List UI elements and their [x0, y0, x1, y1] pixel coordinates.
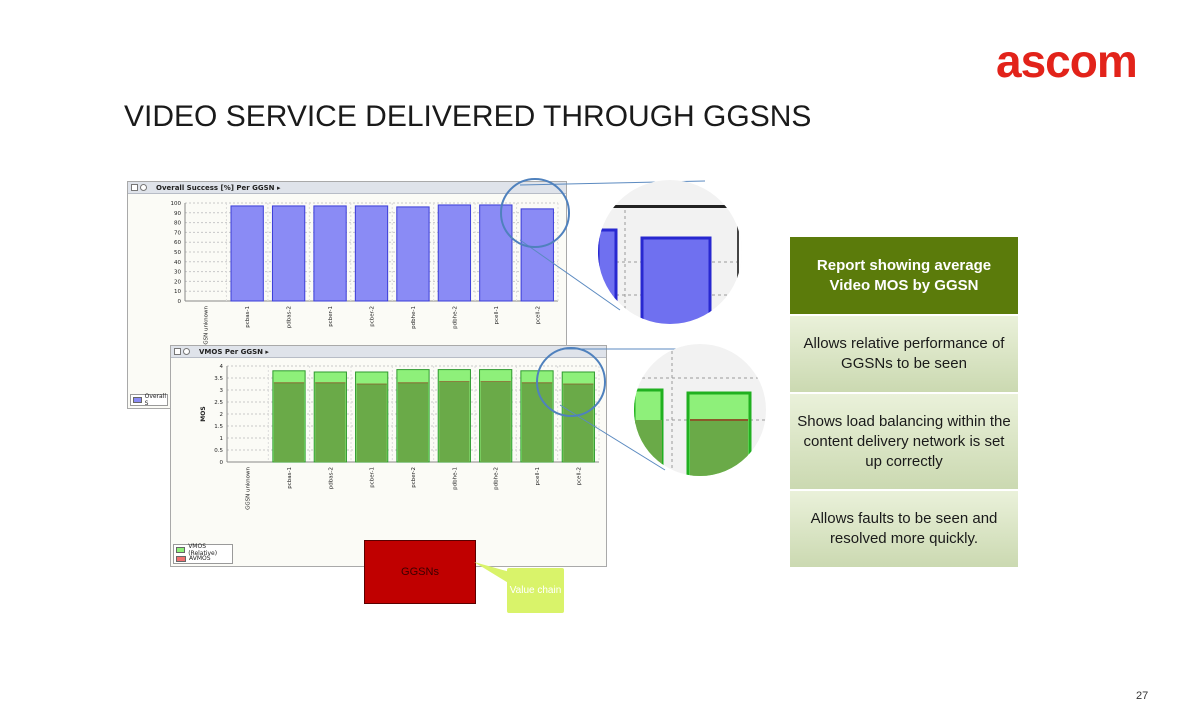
side-panel-heading: Report showing average Video MOS by GGSN — [790, 237, 1018, 314]
legend-item-vmos: VMOS (Relative) — [174, 542, 232, 557]
vmos-title: VMOS Per GGSN — [199, 348, 263, 356]
page-title: VIDEO SERVICE DELIVERED THROUGH GGSNS — [124, 100, 812, 133]
vmos-header[interactable]: VMOS Per GGSN ▸ — [171, 346, 606, 358]
overall-success-title: Overall Success [%] Per GGSN — [156, 184, 275, 192]
x-tick-label: pdbhe-1 — [452, 467, 458, 490]
x-tick-label: GSN unknown — [204, 305, 210, 344]
y-axis-label: MOS — [200, 406, 207, 421]
collapse-icon[interactable] — [174, 348, 181, 355]
vmos-legend: VMOS (Relative) AVMOS — [173, 542, 233, 564]
x-tick-label: pdbhe-2 — [494, 467, 500, 490]
x-tick-label: pdbhe-2 — [452, 306, 458, 329]
x-tick-label: pcell-1 — [494, 306, 500, 324]
bar-inner — [273, 382, 305, 462]
side-panel-item-text: Allows faults to be seen and resolved mo… — [810, 510, 998, 547]
y-tick-label: 50 — [174, 250, 181, 256]
bar-inner — [315, 382, 346, 462]
legend-swatch — [176, 546, 186, 553]
legend-label: VMOS (Relative) — [188, 542, 218, 557]
y-tick-label: 1.5 — [214, 424, 223, 430]
bar — [230, 205, 264, 302]
bar-inner — [563, 384, 594, 462]
x-tick-label: pcber-2 — [411, 467, 417, 488]
y-tick-label: 70 — [174, 230, 181, 236]
y-tick-label: 60 — [174, 240, 181, 246]
legend-item-avmos: AVMOS — [174, 554, 232, 563]
side-panel-item: Allows faults to be seen and resolved mo… — [790, 489, 1018, 567]
collapse-icon[interactable] — [131, 184, 138, 191]
side-panel: Report showing average Video MOS by GGSN… — [790, 237, 1018, 567]
zoom-icon[interactable] — [183, 348, 190, 355]
bar-inner — [480, 381, 511, 462]
x-tick-label: pcbas-1 — [287, 467, 293, 489]
legend-item-overall: Overall S — [131, 392, 167, 407]
y-tick-label: 20 — [174, 279, 181, 285]
y-tick-label: 0 — [220, 460, 224, 466]
y-tick-label: 2 — [220, 412, 224, 418]
value-chain-callout: Value chain — [507, 568, 564, 613]
expand-arrow-icon[interactable]: ▸ — [265, 348, 269, 356]
y-tick-label: 90 — [174, 211, 181, 217]
y-tick-label: 40 — [174, 260, 181, 266]
bar-inner — [439, 381, 470, 462]
ggsn-box-label: GGSNs — [401, 566, 439, 578]
legend-swatch — [176, 555, 186, 562]
y-tick-label: 80 — [174, 221, 181, 227]
x-tick-label: pcber-1 — [370, 467, 376, 488]
y-tick-label: 4 — [220, 364, 224, 370]
y-tick-label: 0 — [178, 299, 182, 305]
x-tick-label: pdbhe-1 — [411, 306, 417, 329]
page-number: 27 — [1136, 690, 1149, 702]
expand-arrow-icon[interactable]: ▸ — [276, 184, 281, 192]
side-panel-heading-text: Report showing average Video MOS by GGSN — [816, 256, 992, 294]
side-panel-item: Allows relative performance of GGSNs to … — [790, 314, 1018, 392]
magnified-bar-top — [598, 180, 742, 324]
magnified-bar-bottom — [634, 344, 766, 476]
x-tick-label: pcbas-1 — [245, 306, 251, 328]
y-tick-label: 0.5 — [214, 448, 223, 454]
y-tick-label: 30 — [174, 270, 181, 276]
side-panel-item-text: Allows relative performance of GGSNs to … — [803, 335, 1005, 372]
x-tick-label: pcell-1 — [535, 467, 541, 485]
overall-success-header[interactable]: Overall Success [%] Per GGSN ▸ — [128, 182, 566, 194]
legend-label: Overall S — [144, 392, 167, 407]
side-panel-item: Shows load balancing within the content … — [790, 392, 1018, 489]
zoom-icon[interactable] — [140, 184, 147, 191]
x-tick-label: pcell-2 — [535, 306, 541, 324]
x-tick-label: pcber-2 — [370, 306, 376, 327]
value-chain-label: Value chain — [509, 584, 562, 596]
bar — [313, 205, 347, 302]
y-tick-label: 3.5 — [214, 376, 223, 382]
bar — [520, 208, 554, 302]
x-tick-label: pdbas-2 — [328, 467, 334, 489]
bar-inner — [356, 384, 387, 462]
bar — [354, 205, 389, 302]
y-tick-label: 10 — [174, 289, 181, 295]
x-tick-label: pcell-2 — [576, 467, 582, 485]
y-tick-label: 2.5 — [214, 400, 223, 406]
y-tick-label: 100 — [171, 201, 182, 207]
ggsn-box: GGSNs — [364, 540, 476, 604]
legend-swatch — [133, 396, 142, 403]
bar — [479, 204, 513, 302]
legend-label: AVMOS — [189, 555, 211, 562]
x-tick-label: GGSN unknown — [246, 466, 252, 509]
bar — [396, 206, 430, 302]
y-tick-label: 1 — [220, 436, 224, 442]
bar-inner — [521, 382, 553, 462]
bar — [271, 205, 306, 302]
ascom-logo: ascom — [996, 35, 1138, 87]
callout-pointer — [474, 562, 510, 584]
side-panel-item-text: Shows load balancing within the content … — [797, 412, 1011, 470]
x-tick-label: pdbas-2 — [287, 306, 293, 328]
bar-inner — [397, 382, 429, 462]
x-tick-label: pcber-1 — [328, 306, 334, 327]
overall-success-legend: Overall S — [130, 392, 168, 407]
y-tick-label: 3 — [220, 388, 224, 394]
bar — [437, 204, 472, 302]
